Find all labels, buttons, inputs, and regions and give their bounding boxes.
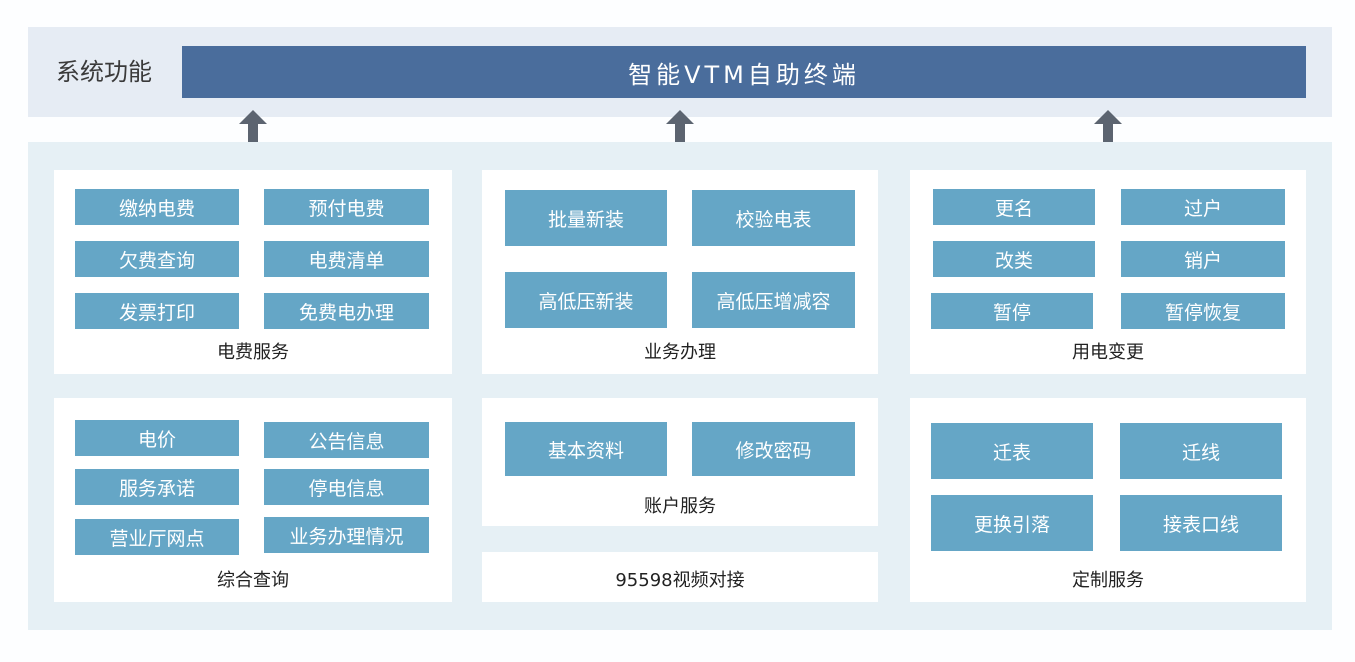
- panel-custom: 迁表 迁线 更换引落 接表口线 定制服务: [910, 398, 1306, 602]
- button-meter-connect[interactable]: 接表口线: [1120, 495, 1282, 551]
- button-price[interactable]: 电价: [75, 420, 239, 456]
- button-basic-info[interactable]: 基本资料: [505, 422, 667, 476]
- button-pay-fee[interactable]: 缴纳电费: [75, 189, 239, 225]
- panel-query: 电价 公告信息 服务承诺 停电信息 营业厅网点 业务办理情况 综合查询: [54, 398, 452, 602]
- panel-fee-service: 缴纳电费 预付电费 欠费查询 电费清单 发票打印 免费电办理 电费服务: [54, 170, 452, 374]
- panel-title: 电费服务: [217, 342, 289, 363]
- terminal-title-bar: 智能VTM自助终端: [182, 46, 1306, 98]
- button-meter-check[interactable]: 校验电表: [692, 190, 855, 246]
- panel-business: 批量新装 校验电表 高低压新装 高低压增减容 业务办理: [482, 170, 878, 374]
- button-capacity-change[interactable]: 高低压增减容: [692, 272, 855, 328]
- button-replace-lead[interactable]: 更换引落: [931, 495, 1093, 551]
- panel-title: 综合查询: [217, 570, 289, 591]
- panel-video: 95598视频对接: [482, 552, 878, 602]
- button-close-account[interactable]: 销户: [1121, 241, 1285, 277]
- button-move-line[interactable]: 迁线: [1120, 423, 1282, 479]
- panel-title: 定制服务: [1072, 570, 1144, 591]
- panel-usage-change: 更名 过户 改类 销户 暂停 暂停恢复 用电变更: [910, 170, 1306, 374]
- button-invoice-print[interactable]: 发票打印: [75, 293, 239, 329]
- button-prepaid-fee[interactable]: 预付电费: [264, 189, 429, 225]
- panel-title: 账户服务: [644, 496, 716, 517]
- section-label: 系统功能: [56, 58, 152, 86]
- button-notice[interactable]: 公告信息: [264, 422, 429, 458]
- panel-title: 95598视频对接: [615, 570, 745, 591]
- button-service-hall[interactable]: 营业厅网点: [75, 519, 239, 555]
- button-rename[interactable]: 更名: [933, 189, 1095, 225]
- button-transfer[interactable]: 过户: [1121, 189, 1285, 225]
- panel-title: 用电变更: [1072, 342, 1144, 363]
- button-arrears-query[interactable]: 欠费查询: [75, 241, 239, 277]
- button-fee-statement[interactable]: 电费清单: [264, 241, 429, 277]
- button-change-type[interactable]: 改类: [933, 241, 1095, 277]
- button-outage-info[interactable]: 停电信息: [264, 469, 429, 505]
- button-hv-lv-install[interactable]: 高低压新装: [505, 272, 667, 328]
- button-move-meter[interactable]: 迁表: [931, 423, 1093, 479]
- panel-account: 基本资料 修改密码 账户服务: [482, 398, 878, 526]
- panel-title: 业务办理: [644, 342, 716, 363]
- button-free-power[interactable]: 免费电办理: [264, 293, 429, 329]
- button-resume[interactable]: 暂停恢复: [1121, 293, 1285, 329]
- button-business-status[interactable]: 业务办理情况: [264, 517, 429, 553]
- button-suspend[interactable]: 暂停: [931, 293, 1093, 329]
- button-batch-install[interactable]: 批量新装: [505, 190, 667, 246]
- button-service-pledge[interactable]: 服务承诺: [75, 469, 239, 505]
- button-change-password[interactable]: 修改密码: [692, 422, 855, 476]
